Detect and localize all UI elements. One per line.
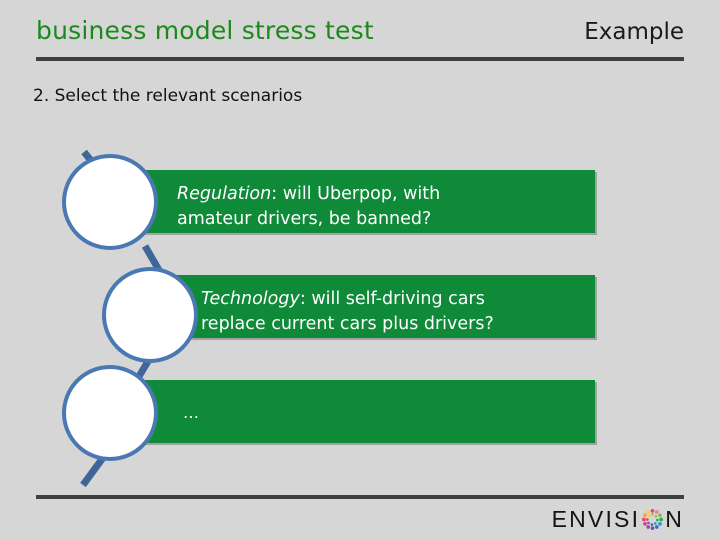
scenario-bar-1[interactable] [135, 170, 595, 233]
footer-divider [36, 495, 684, 499]
example-label: Example [584, 19, 684, 45]
chain-connector-2 [131, 351, 157, 385]
scenario-bar-1-text: Regulation: will Uberpop, with amateur d… [177, 182, 597, 232]
step-subtitle: 2. Select the relevant scenarios [33, 86, 303, 106]
logo-text-left: ENVISI [551, 505, 641, 532]
scenario-1-emphasis: Regulation [177, 184, 272, 204]
scenario-bar-3[interactable] [135, 380, 595, 443]
scenario-2-body: will self-driving cars replace current c… [201, 289, 494, 334]
scenario-bar-3-text: … [183, 403, 199, 422]
logo-text-right: N [665, 505, 684, 532]
scenario-2-separator: : [299, 289, 312, 309]
scenario-2-emphasis: Technology [201, 289, 300, 309]
header-divider [36, 57, 684, 61]
envision-logo: ENVISI [552, 504, 684, 534]
scenario-1-separator: : [271, 184, 283, 204]
page-title: business model stress test [36, 16, 374, 45]
scenario-bar-2-text: Technology: will self-driving cars repla… [201, 287, 601, 337]
scenario-bar-2[interactable] [152, 275, 595, 338]
chain-connector-1 [141, 244, 167, 279]
scenario-1-body: will Uberpop, with amateur drivers, be b… [177, 184, 441, 229]
chain-lead-out-line [80, 452, 108, 488]
chain-lead-in-line [81, 149, 120, 195]
scenario-chain: Regulation: will Uberpop, with amateur d… [0, 140, 720, 488]
multicolor-dot-ring-icon [641, 508, 664, 531]
